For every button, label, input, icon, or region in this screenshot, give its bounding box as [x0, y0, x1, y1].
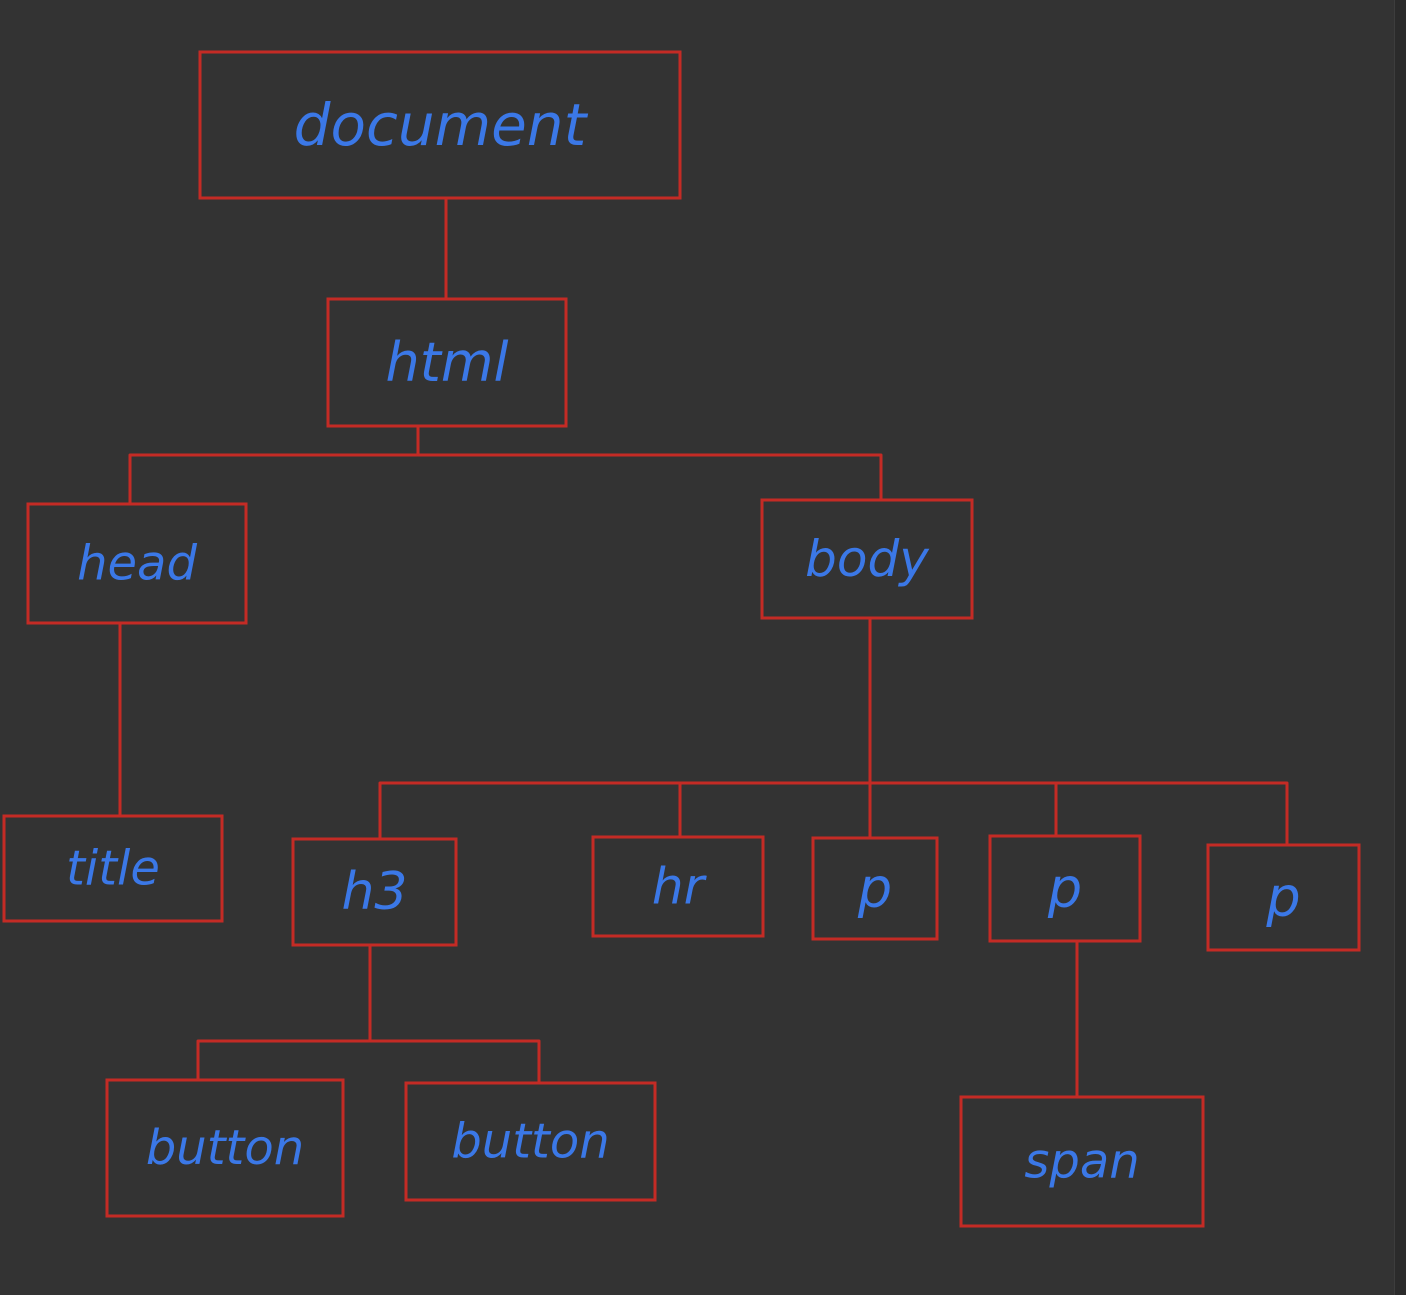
connector-body-to-h3	[378, 616, 872, 841]
node-title: title	[2, 814, 224, 923]
node-box-hr	[591, 835, 765, 938]
node-label-html: html	[385, 331, 508, 394]
node-box-title	[2, 814, 224, 923]
node-body: body	[760, 498, 974, 620]
connectors	[118, 196, 1289, 1099]
node-h3: h3	[291, 837, 458, 947]
node-label-span: span	[1024, 1134, 1139, 1190]
right-edge-strip	[1394, 0, 1406, 1295]
node-label-p3: p	[1265, 866, 1300, 929]
node-box-button1	[105, 1078, 345, 1218]
nodes: document html head body title h3 hr p p p button bu…	[2, 50, 1361, 1228]
node-p1: p	[811, 836, 939, 941]
node-button1: button	[105, 1078, 345, 1218]
node-box-document	[198, 50, 682, 200]
node-box-head	[26, 502, 248, 625]
node-label-button2: button	[451, 1114, 609, 1170]
node-hr: hr	[591, 835, 765, 938]
node-label-p2: p	[1047, 857, 1082, 920]
node-box-h3	[291, 837, 458, 947]
node-label-hr: hr	[652, 858, 708, 916]
node-label-body: body	[805, 530, 930, 588]
node-box-p1	[811, 836, 939, 941]
node-label-button1: button	[146, 1120, 304, 1176]
connector-html-to-body	[416, 453, 883, 502]
connector-html-to-head	[128, 424, 420, 506]
node-box-p3	[1206, 843, 1361, 952]
node-document: document	[198, 50, 682, 200]
node-label-head: head	[77, 536, 197, 592]
node-button2: button	[404, 1081, 657, 1202]
connector-h3-to-button1	[196, 943, 372, 1082]
node-span: span	[959, 1095, 1205, 1228]
node-box-html	[326, 297, 568, 428]
node-p3: p	[1206, 843, 1361, 952]
node-label-title: title	[66, 841, 160, 897]
node-box-span	[959, 1095, 1205, 1228]
node-head: head	[26, 502, 248, 625]
node-label-h3: h3	[341, 862, 407, 922]
connector-body-to-p2	[868, 781, 1058, 838]
node-html: html	[326, 297, 568, 428]
connector-h3-to-button2	[368, 1039, 541, 1085]
node-box-body	[760, 498, 974, 620]
node-box-button2	[404, 1081, 657, 1202]
node-label-document: document	[294, 91, 589, 159]
node-p2: p	[988, 834, 1142, 943]
node-box-p2	[988, 834, 1142, 943]
connector-body-to-p3	[1054, 781, 1289, 847]
node-label-p1: p	[857, 857, 892, 920]
